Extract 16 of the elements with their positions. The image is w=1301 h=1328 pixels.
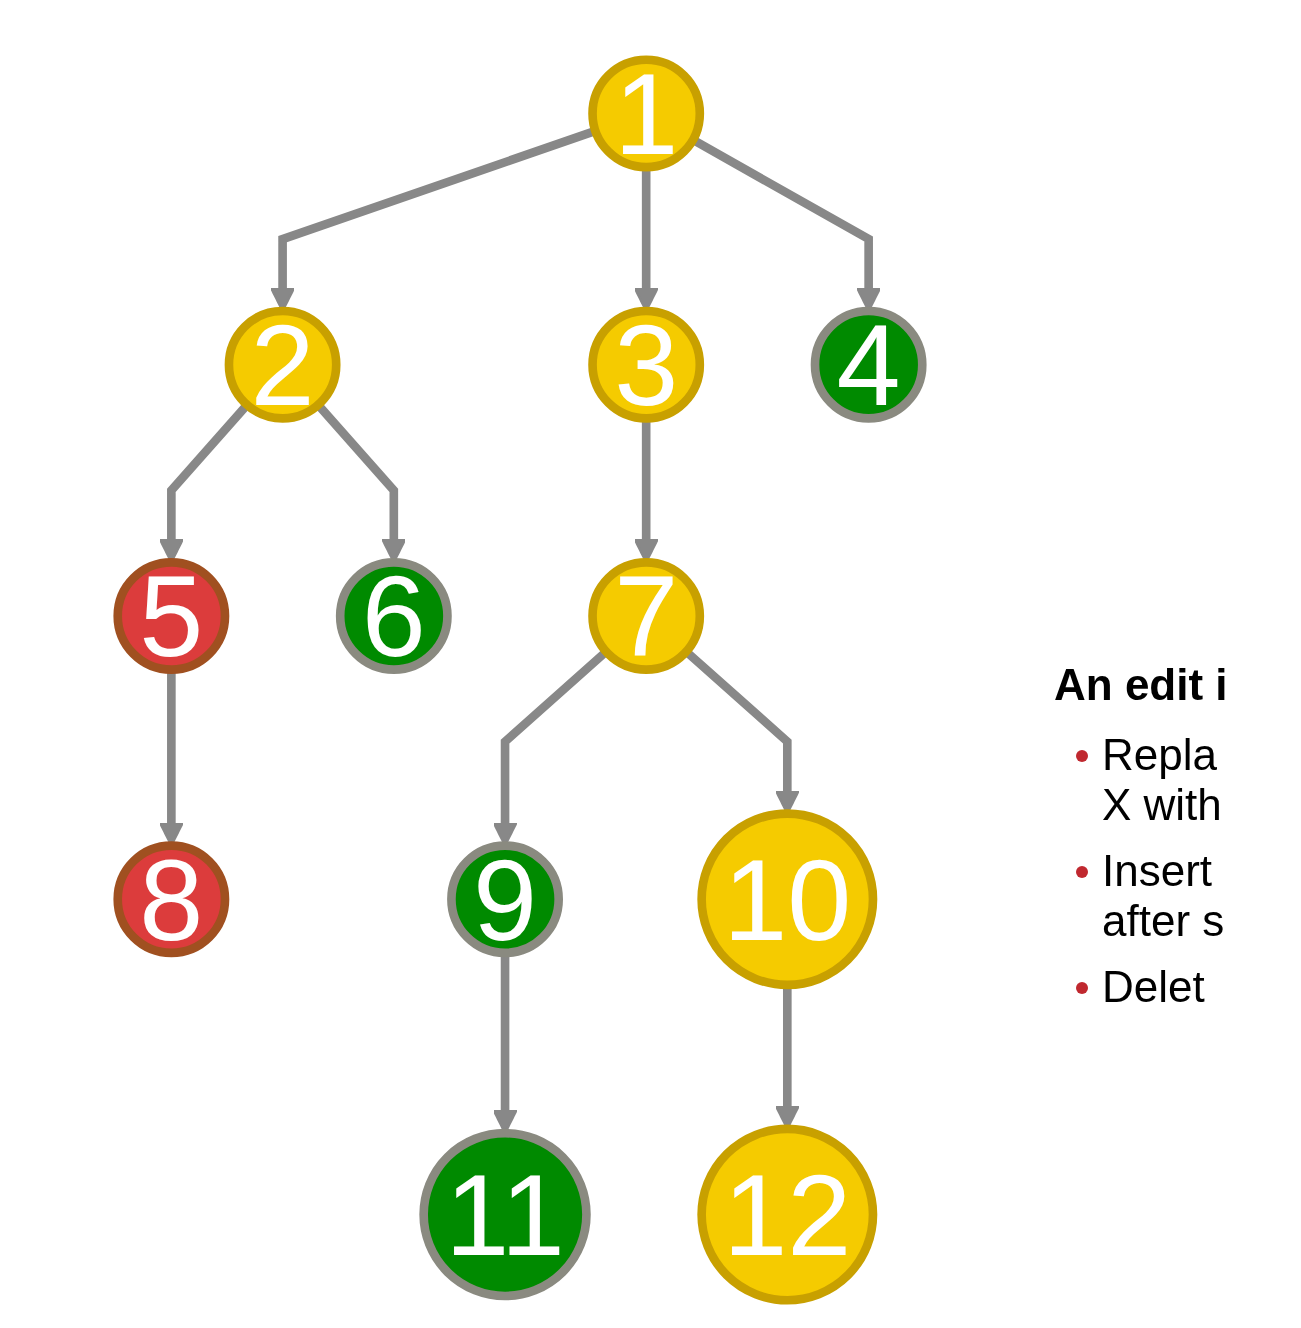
node-circle: 9 bbox=[447, 841, 563, 958]
node-circle: 1 bbox=[588, 55, 705, 172]
bullet-text: Delet bbox=[1102, 962, 1206, 1012]
node-circle: 8 bbox=[113, 841, 230, 958]
node-circle: 11 bbox=[419, 1128, 591, 1301]
bullet-text: Insert after s bbox=[1102, 846, 1226, 946]
bullet-text: Repla X with bbox=[1102, 730, 1223, 830]
heading: An edit i bbox=[1054, 660, 1229, 710]
node-circle: 12 bbox=[697, 1124, 878, 1305]
node-circle: 6 bbox=[335, 558, 452, 674]
node-circle: 7 bbox=[588, 558, 705, 674]
node-circle: 3 bbox=[588, 306, 705, 423]
node-circle: 10 bbox=[697, 809, 878, 990]
node-circle: 4 bbox=[810, 306, 927, 423]
node-circle: 5 bbox=[113, 558, 230, 674]
node-circle: 2 bbox=[224, 306, 341, 423]
